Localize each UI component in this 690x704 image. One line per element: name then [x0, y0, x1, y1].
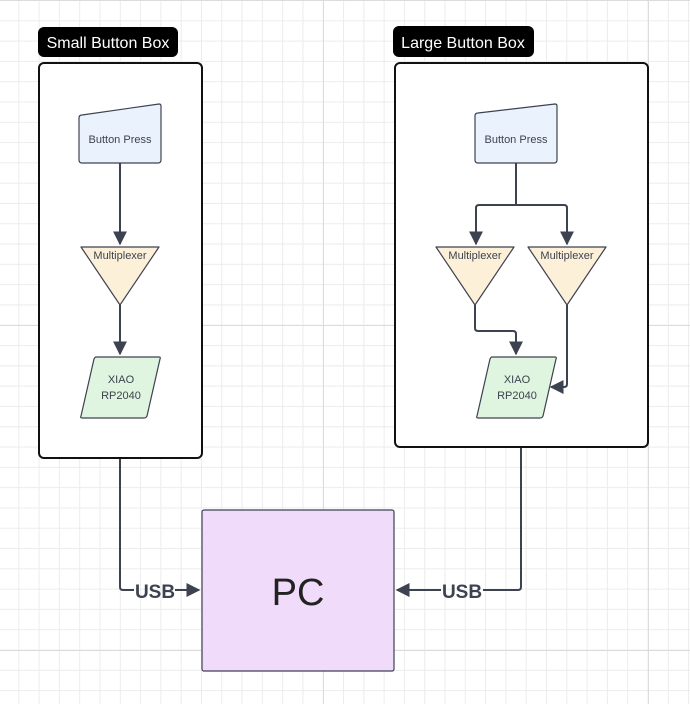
- small-xiao-node[interactable]: XIAO RP2040: [80, 356, 161, 419]
- small-multiplexer-label: Multiplexer: [93, 250, 147, 262]
- large-button-box-container[interactable]: [394, 62, 649, 448]
- small-button-press-node[interactable]: Button Press: [78, 103, 162, 164]
- large-xiao-label-line1: XIAO: [504, 374, 531, 386]
- pc-node[interactable]: PC: [201, 509, 395, 672]
- edge-large-button-to-mux-right[interactable]: [516, 204, 574, 246]
- large-button-press-label: Button Press: [485, 134, 548, 146]
- edge-large-mux-right-to-xiao[interactable]: [549, 305, 568, 394]
- large-xiao-node[interactable]: XIAO RP2040: [476, 356, 557, 419]
- small-box-title-bg: [38, 27, 178, 57]
- large-multiplexer-right-label: Multiplexer: [540, 250, 594, 262]
- large-xiao-label-line2: RP2040: [497, 390, 537, 402]
- large-button-box-group[interactable]: Large Button Box: [393, 26, 649, 448]
- usb-label-right: USB: [442, 582, 482, 603]
- large-box-title: Large Button Box: [401, 35, 525, 52]
- small-multiplexer-node[interactable]: Multiplexer: [80, 246, 160, 306]
- large-multiplexer-left-label: Multiplexer: [448, 250, 502, 262]
- small-button-press-label: Button Press: [89, 134, 152, 146]
- small-box-title: Small Button Box: [47, 35, 170, 52]
- edge-large-button-to-mux-left[interactable]: [469, 163, 517, 246]
- large-multiplexer-right-node[interactable]: Multiplexer: [527, 246, 607, 306]
- edge-large-mux-left-to-xiao[interactable]: [474, 305, 523, 356]
- large-button-press-node[interactable]: Button Press: [474, 103, 558, 164]
- small-xiao-label-line2: RP2040: [101, 390, 141, 402]
- large-multiplexer-left-node[interactable]: Multiplexer: [435, 246, 515, 306]
- large-box-title-bg: [393, 26, 534, 57]
- pc-label: PC: [272, 572, 325, 614]
- edge-large-box-to-pc[interactable]: USB: [395, 448, 522, 603]
- edge-small-box-to-pc[interactable]: USB: [119, 459, 201, 603]
- small-xiao-label-line1: XIAO: [108, 374, 135, 386]
- usb-label-left: USB: [135, 582, 175, 603]
